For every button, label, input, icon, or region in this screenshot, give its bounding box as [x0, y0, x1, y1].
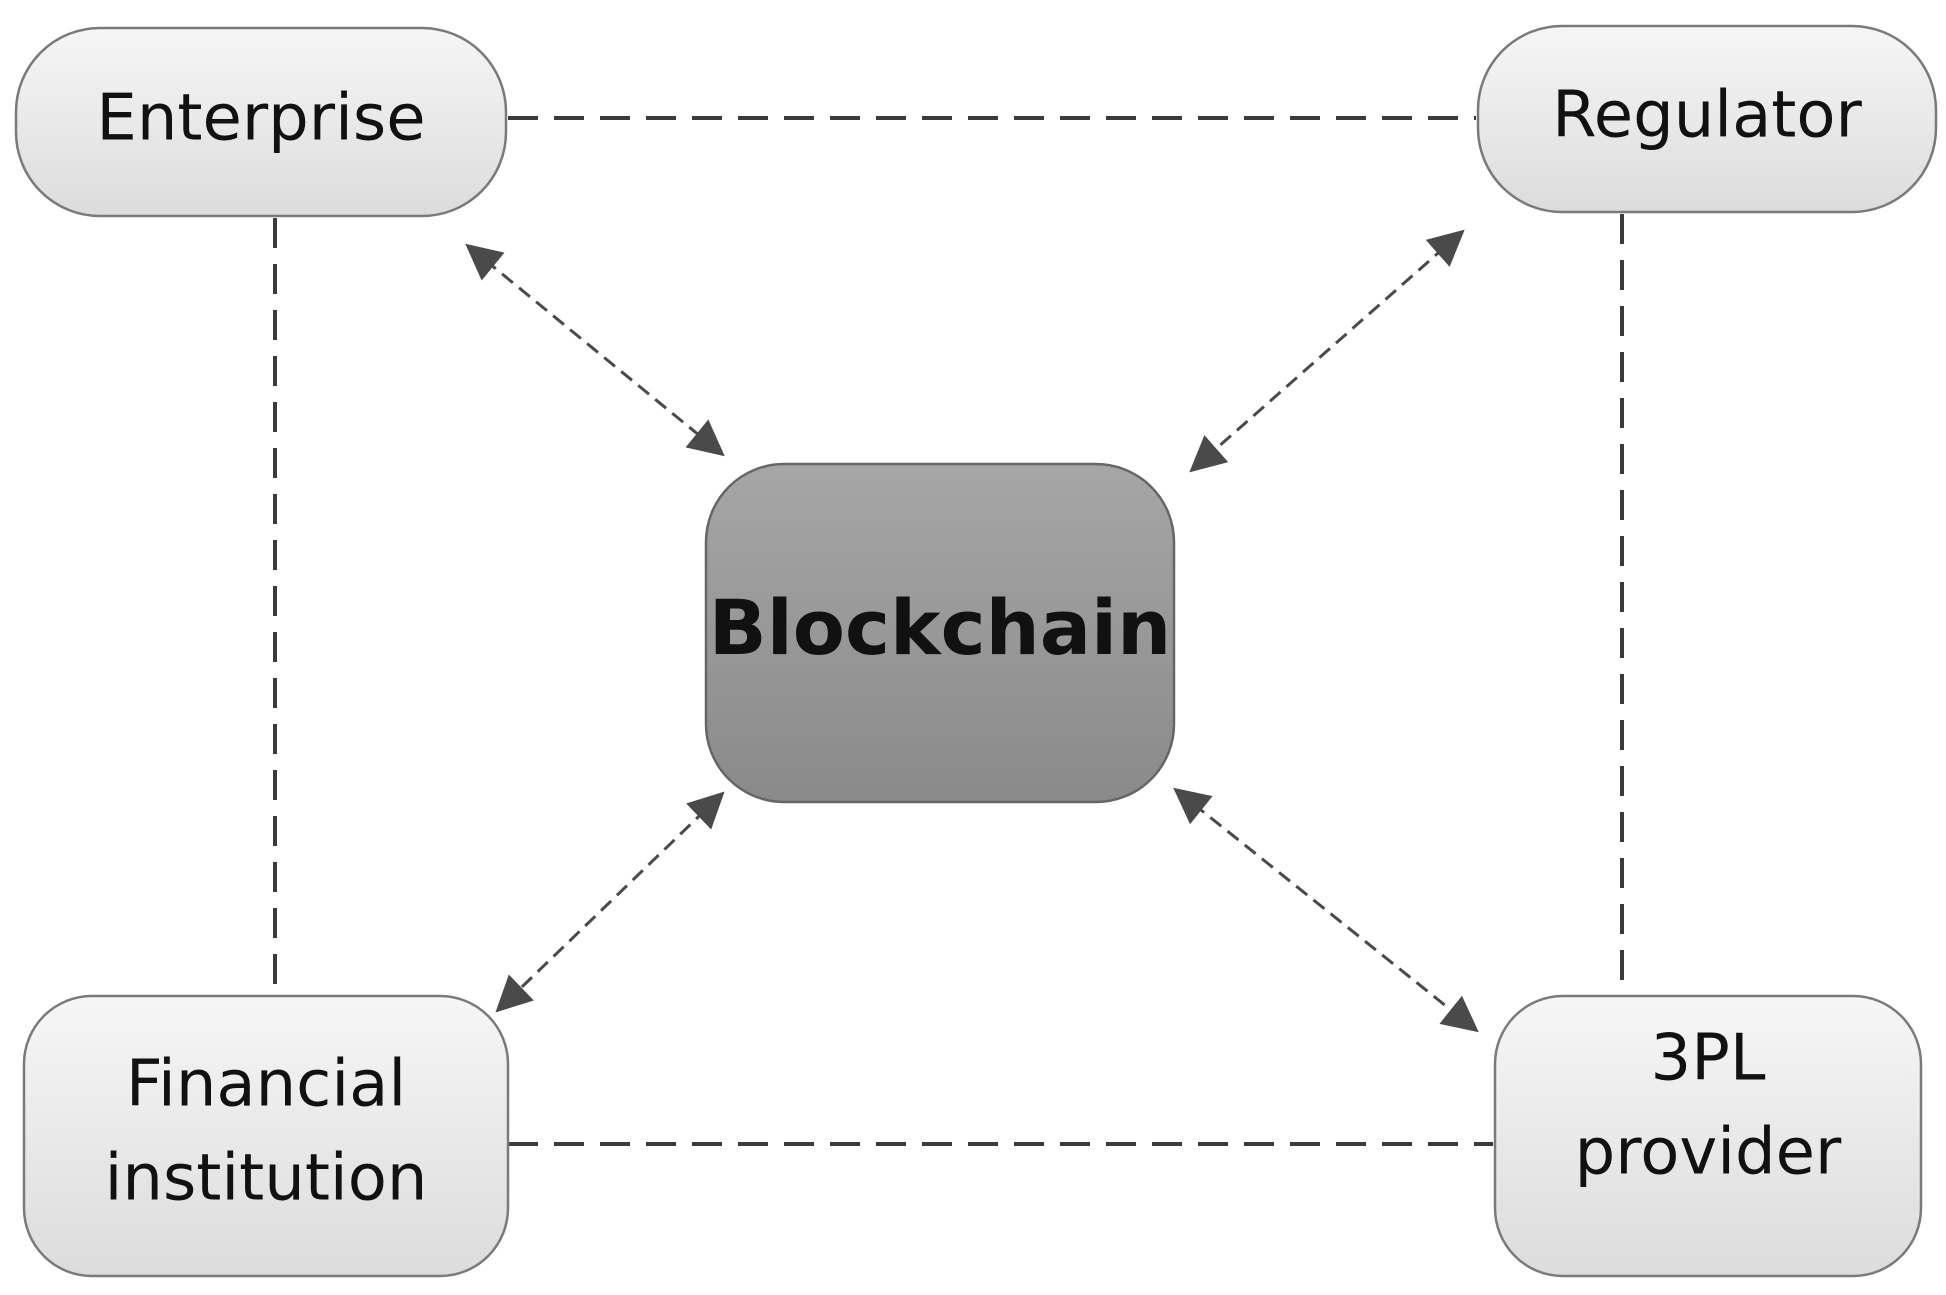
- blockchain-label: Blockchain: [709, 583, 1171, 672]
- provider-box: [1493, 994, 1923, 1278]
- regulator-box: [1476, 24, 1938, 214]
- arrow-provider-blockchain: [1173, 787, 1479, 1033]
- enterprise-box: [14, 26, 508, 218]
- node-3pl-provider: 3PL provider: [1493, 994, 1923, 1278]
- arrow-financial-blockchain: [495, 791, 725, 1013]
- provider-label-line1: 3PL: [1651, 1022, 1766, 1096]
- financial-label-line2: institution: [105, 1142, 428, 1216]
- node-financial-institution: Financial institution: [22, 994, 510, 1278]
- provider-label-line2: provider: [1575, 1116, 1842, 1190]
- enterprise-label: Enterprise: [96, 82, 425, 156]
- node-blockchain: Blockchain: [704, 462, 1176, 804]
- arrow-regulator-blockchain: [1189, 229, 1465, 473]
- financial-label-line1: Financial: [126, 1048, 406, 1122]
- blockchain-box: [704, 462, 1176, 804]
- regulator-label: Regulator: [1552, 79, 1862, 153]
- node-regulator: Regulator: [1476, 24, 1938, 214]
- arrow-enterprise-blockchain: [465, 243, 725, 457]
- node-enterprise: Enterprise: [14, 26, 508, 218]
- financial-box: [22, 994, 510, 1278]
